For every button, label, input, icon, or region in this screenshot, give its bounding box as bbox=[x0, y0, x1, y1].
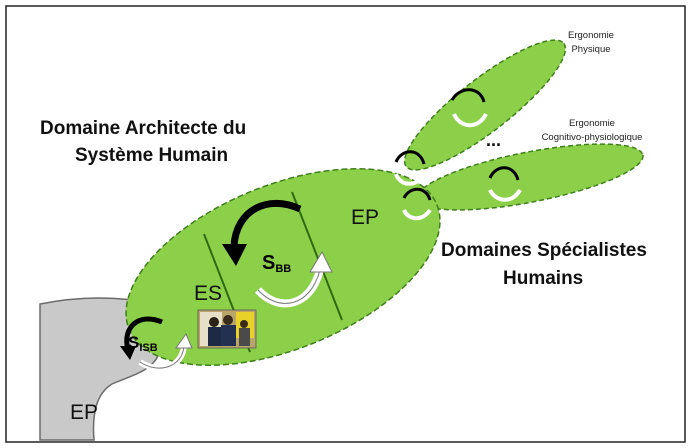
sbb-main: S bbox=[262, 252, 276, 274]
sisb-main: S bbox=[128, 333, 140, 352]
sbb-subscript: BB bbox=[275, 263, 292, 275]
sbb-black-arc bbox=[230, 199, 302, 247]
branch-bottom-label: Ergonomie Cognitivo-physiologique bbox=[522, 117, 662, 145]
sisb-white-arrowhead bbox=[175, 332, 193, 349]
sisb-black-arrowhead bbox=[120, 346, 136, 360]
specialists-domain-line1: Domaines Spécialistes bbox=[441, 240, 647, 261]
ep-main-label: EP bbox=[351, 206, 380, 229]
cycle-icon-junction-upper bbox=[394, 150, 426, 186]
branch-bottom-line1: Ergonomie bbox=[569, 118, 615, 129]
architect-domain-line1: Domaine Architecte du bbox=[40, 118, 247, 139]
cycle-icon-junction-lower bbox=[402, 187, 432, 221]
branch-ellipsis: ... bbox=[486, 130, 502, 150]
branch-top bbox=[403, 39, 567, 171]
sbb-white-arrowhead bbox=[309, 250, 333, 273]
specialists-domain-line2: Humains bbox=[503, 268, 584, 289]
sbb-symbol: SBB bbox=[262, 252, 291, 275]
cycle-icon-bottom-branch bbox=[488, 166, 522, 202]
ep-base-label: EP bbox=[70, 401, 99, 424]
sisb-subscript: ISB bbox=[139, 342, 158, 354]
branch-top-label: Ergonomie Physique bbox=[556, 29, 626, 57]
sbb-white-arc bbox=[257, 269, 321, 304]
cycle-icon-top-branch bbox=[450, 88, 488, 128]
architect-domain-line2: Système Humain bbox=[75, 145, 229, 166]
divider-2 bbox=[291, 191, 343, 321]
sbb-black-arrowhead bbox=[222, 244, 247, 266]
branch-top-line2: Physique bbox=[571, 44, 611, 55]
sisb-black-arc bbox=[124, 316, 163, 351]
branch-top-line1: Ergonomie bbox=[568, 30, 614, 41]
es-label: ES bbox=[194, 282, 223, 305]
branch-bottom-line2: Cognitivo-physiologique bbox=[541, 132, 643, 143]
sisb-symbol: SISB bbox=[128, 333, 158, 354]
photo-people bbox=[197, 309, 257, 349]
sisb-white-arc bbox=[139, 345, 185, 369]
